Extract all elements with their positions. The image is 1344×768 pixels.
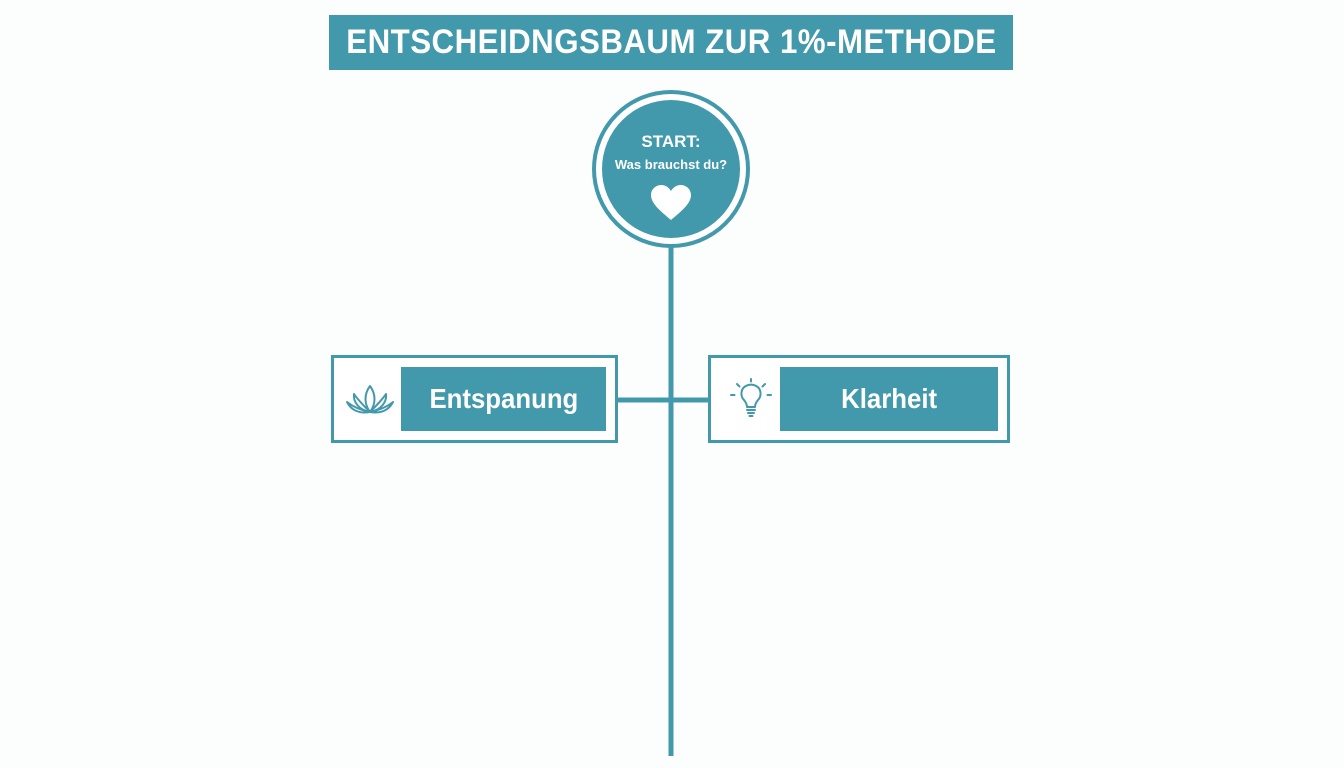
lotus-icon (346, 385, 394, 414)
lightbulb-icon (730, 378, 772, 417)
start-node-fill: START: Was brauchst du? (602, 100, 740, 238)
title-banner: ENTSCHEIDNGSBAUM ZUR 1%-METHODE (329, 15, 1013, 70)
branch-entspanung: Entspanung (331, 355, 618, 443)
branch-label-box: Klarheit (780, 367, 998, 431)
branch-label-entspanung: Entspanung (429, 383, 578, 414)
diagram-title: ENTSCHEIDNGSBAUM ZUR 1%-METHODE (345, 23, 997, 61)
start-node: START: Was brauchst du? (592, 90, 750, 248)
start-label: START: (641, 132, 701, 151)
branch-label-box: Entspanung (401, 367, 606, 431)
branch-klarheit: Klarheit (708, 355, 1010, 443)
branch-label-klarheit: Klarheit (841, 383, 937, 414)
start-question: Was brauchst du? (614, 157, 728, 172)
heart-icon (651, 185, 691, 220)
